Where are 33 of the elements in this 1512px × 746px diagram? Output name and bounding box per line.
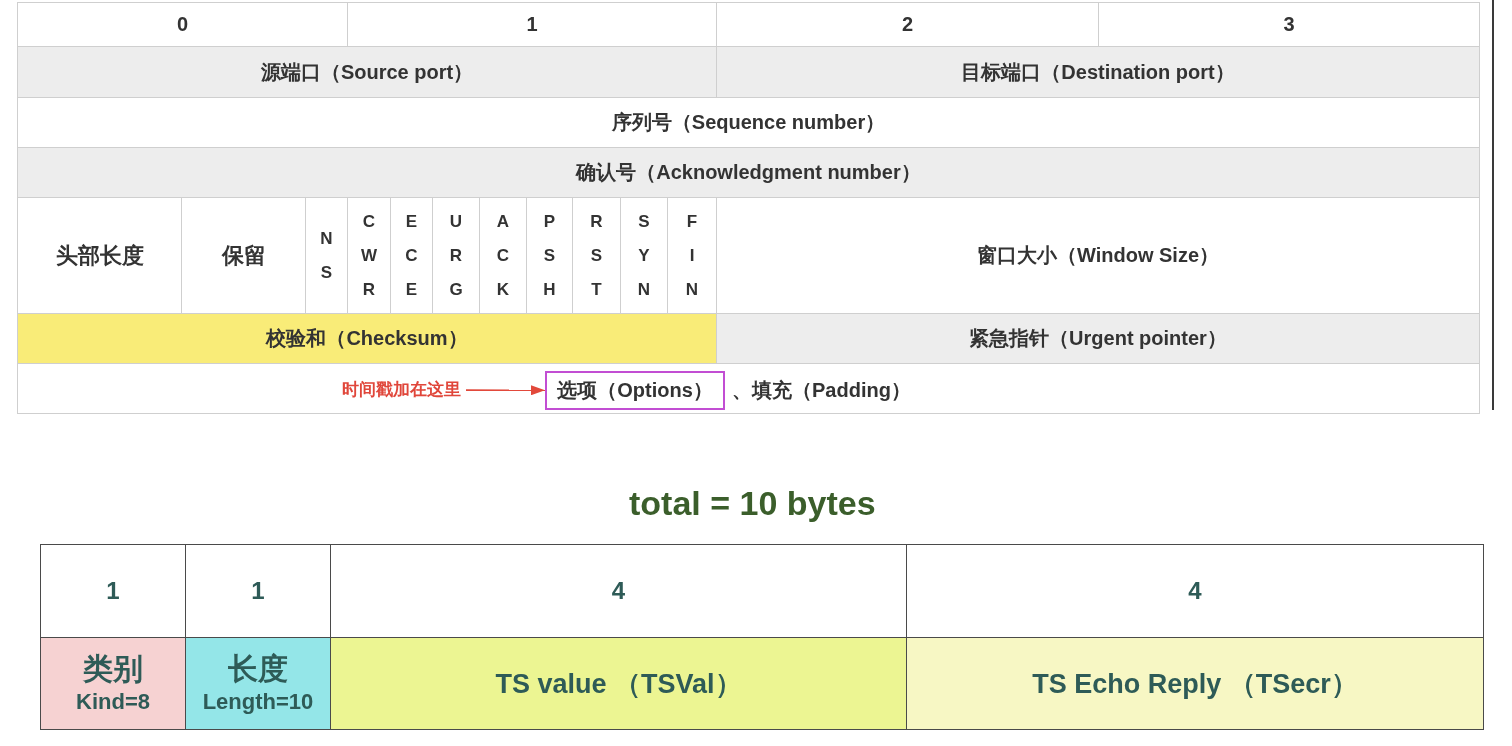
field-cell: 源端口（Source port） bbox=[17, 46, 717, 98]
flag-label: PSH bbox=[543, 210, 556, 301]
field-label: 、填充（Padding） bbox=[732, 378, 911, 402]
field-cell: 目标端口（Destination port） bbox=[716, 46, 1480, 98]
field-cell: 校验和（Checksum） bbox=[17, 313, 717, 364]
byte-index-cell: 0 bbox=[17, 2, 348, 47]
flag-label: SYN bbox=[637, 210, 651, 301]
field-cell: 紧急指针（Urgent pointer） bbox=[716, 313, 1480, 364]
flag-label: NS bbox=[320, 227, 333, 284]
title: total = 10 bytes bbox=[629, 483, 876, 524]
field-cell bbox=[17, 363, 1480, 414]
byte-count-cell: 4 bbox=[906, 544, 1484, 638]
field-value: Kind=8 bbox=[76, 687, 150, 716]
byte-count-cell: 1 bbox=[40, 544, 186, 638]
field-cell: TS Echo Reply （TSecr） bbox=[906, 637, 1484, 730]
highlight-box: 选项（Options） bbox=[545, 371, 725, 410]
flag-label: ECE bbox=[405, 210, 418, 301]
byte-index-cell: 3 bbox=[1098, 2, 1480, 47]
annotation-text: 时间戳加在这里 bbox=[342, 379, 461, 401]
field-cell: 序列号（Sequence number） bbox=[17, 97, 1480, 148]
field-cell bbox=[185, 637, 331, 730]
field-name: 类别 bbox=[83, 650, 143, 687]
field-value: Length=10 bbox=[202, 687, 314, 716]
field-cell: 确认号（Acknowledgment number） bbox=[17, 147, 1480, 198]
field-name: 长度 bbox=[228, 650, 288, 687]
flag-label: CWR bbox=[360, 210, 377, 301]
field-cell: TS value （TSVal） bbox=[330, 637, 907, 730]
field-cell bbox=[40, 637, 186, 730]
flag-label: FIN bbox=[685, 210, 699, 301]
flag-label: ACK bbox=[496, 210, 510, 301]
arrow bbox=[465, 385, 546, 396]
flag-label: RST bbox=[590, 210, 603, 301]
flag-label: URG bbox=[449, 210, 463, 301]
